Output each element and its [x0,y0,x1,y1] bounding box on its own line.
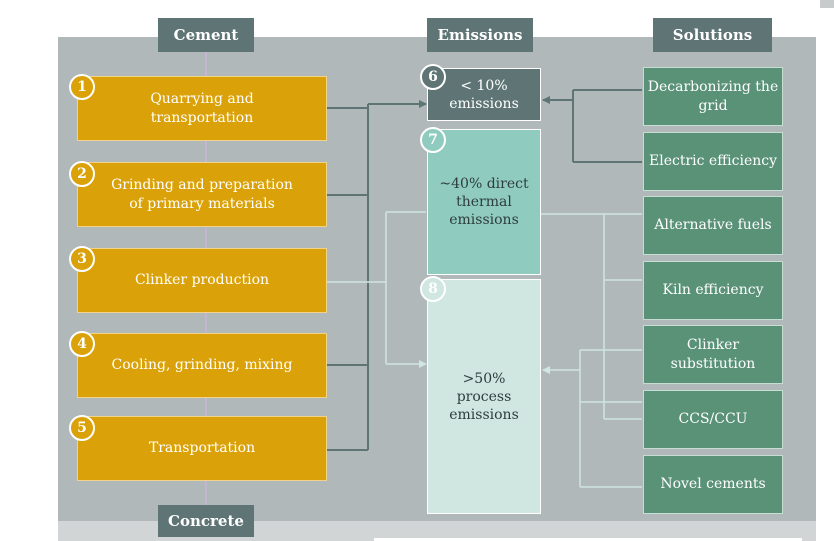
solution-decarbonizing-grid: Decarbonizing the grid [643,67,783,126]
header-solutions: Solutions [653,18,772,52]
emission-low: < 10% emissions [427,68,541,121]
solution-clinker-substitution: Clinker substitution [643,325,783,384]
step-label: Transportation [148,440,256,456]
solution-label: Kiln efficiency [662,282,764,298]
emission-label: >50% process emissions [449,370,519,423]
step-number-badge: 2 [69,161,95,187]
solution-kiln-efficiency: Kiln efficiency [643,261,783,320]
solution-label: Decarbonizing the grid [647,78,779,114]
step-label: Cooling, grinding, mixing [111,357,293,373]
step-number-badge: 4 [69,331,95,357]
step-quarrying: Quarrying and transportation [77,76,327,141]
emission-label: < 10% emissions [449,77,519,112]
scrollbar-thumb[interactable] [820,0,834,8]
footer-strip [374,538,802,541]
solution-label: Clinker substitution [670,336,756,372]
solution-label: CCS/CCU [678,411,748,427]
emission-process: >50% process emissions [427,279,541,514]
emission-number-badge: 8 [420,276,446,302]
grid-solution-connectors [542,89,642,163]
header-emissions: Emissions [427,18,533,52]
clinker-connectors [327,211,427,368]
step-grinding-preparation: Grinding and preparation of primary mate… [77,162,327,227]
step-label: Grinding and preparation of primary mate… [111,176,293,212]
emission-number-badge: 6 [420,64,446,90]
solution-electric-efficiency: Electric efficiency [643,132,783,191]
step-clinker-production: Clinker production [77,248,327,313]
solution-alternative-fuels: Alternative fuels [643,196,783,255]
step-cooling-grinding-mixing: Cooling, grinding, mixing [77,333,327,398]
solution-label: Novel cements [660,476,766,492]
header-cement: Cement [158,18,254,52]
step-label: Quarrying and transportation [150,90,254,126]
step-label: Clinker production [134,272,270,288]
process-solution-connectors [542,349,642,488]
emission-thermal: ~40% direct thermal emissions [427,129,541,275]
step-number-badge: 1 [69,74,95,100]
emission-number-badge: 7 [420,127,446,153]
solution-label: Electric efficiency [649,153,777,169]
emission-label: ~40% direct thermal emissions [439,176,529,228]
solution-label: Alternative fuels [654,217,772,233]
solution-novel-cements: Novel cements [643,455,783,514]
step-transportation: Transportation [77,416,327,481]
step-number-badge: 5 [69,415,95,441]
step-number-badge: 3 [69,246,95,272]
header-concrete: Concrete [158,505,254,537]
low-emission-connectors [327,100,427,451]
solution-ccs-ccu: CCS/CCU [643,390,783,449]
thermal-solution-connectors [541,213,642,420]
